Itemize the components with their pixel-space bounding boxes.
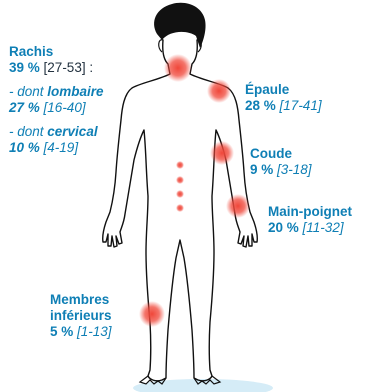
- membres-title-line1: Membres: [50, 292, 109, 307]
- spot-spine-1: [176, 161, 184, 169]
- label-rachis: Rachis 39 % [27-53] : - dont lombaire 27…: [9, 44, 104, 156]
- label-coude: Coude 9 % [3-18]: [250, 146, 312, 178]
- rachis-cervical-prefix: - dont: [9, 124, 47, 139]
- spot-elbow: [210, 141, 234, 165]
- rachis-lombaire-ci: [16-40]: [44, 100, 86, 115]
- spot-wrist: [226, 194, 250, 218]
- membres-ci: [1-13]: [77, 324, 112, 339]
- coude-title: Coude: [250, 146, 292, 161]
- hair: [154, 3, 205, 48]
- coude-pct: 9 %: [250, 162, 273, 177]
- rachis-lombaire-word: lombaire: [47, 84, 103, 99]
- label-membres-inferieurs: Membres inférieurs 5 % [1-13]: [50, 292, 112, 340]
- spot-spine-4: [176, 204, 184, 212]
- membres-pct: 5 %: [50, 324, 73, 339]
- label-epaule: Épaule 28 % [17-41]: [245, 82, 322, 114]
- rachis-pct: 39 %: [9, 60, 40, 75]
- main-poignet-pct: 20 %: [268, 220, 299, 235]
- spot-spine-3: [176, 190, 184, 198]
- rachis-lombaire-prefix: - dont: [9, 84, 47, 99]
- rachis-ci: [27-53] :: [44, 60, 94, 75]
- main-poignet-ci: [11-32]: [303, 220, 344, 235]
- rachis-lombaire-pct: 27 %: [9, 100, 40, 115]
- epaule-pct: 28 %: [245, 98, 276, 113]
- epaule-title: Épaule: [245, 82, 289, 97]
- spot-leg: [139, 301, 165, 327]
- spot-spine-2: [176, 176, 184, 184]
- coude-ci: [3-18]: [277, 162, 312, 177]
- label-main-poignet: Main-poignet 20 % [11-32]: [268, 204, 352, 236]
- main-poignet-title: Main-poignet: [268, 204, 352, 219]
- epaule-ci: [17-41]: [280, 98, 322, 113]
- spot-shoulder: [207, 79, 231, 103]
- rachis-cervical-word: cervical: [47, 124, 97, 139]
- rachis-title: Rachis: [9, 44, 53, 59]
- membres-title-line2: inférieurs: [50, 308, 112, 323]
- rachis-cervical-pct: 10 %: [9, 140, 40, 155]
- rachis-cervical-ci: [4-19]: [44, 140, 79, 155]
- spot-neck: [164, 54, 192, 82]
